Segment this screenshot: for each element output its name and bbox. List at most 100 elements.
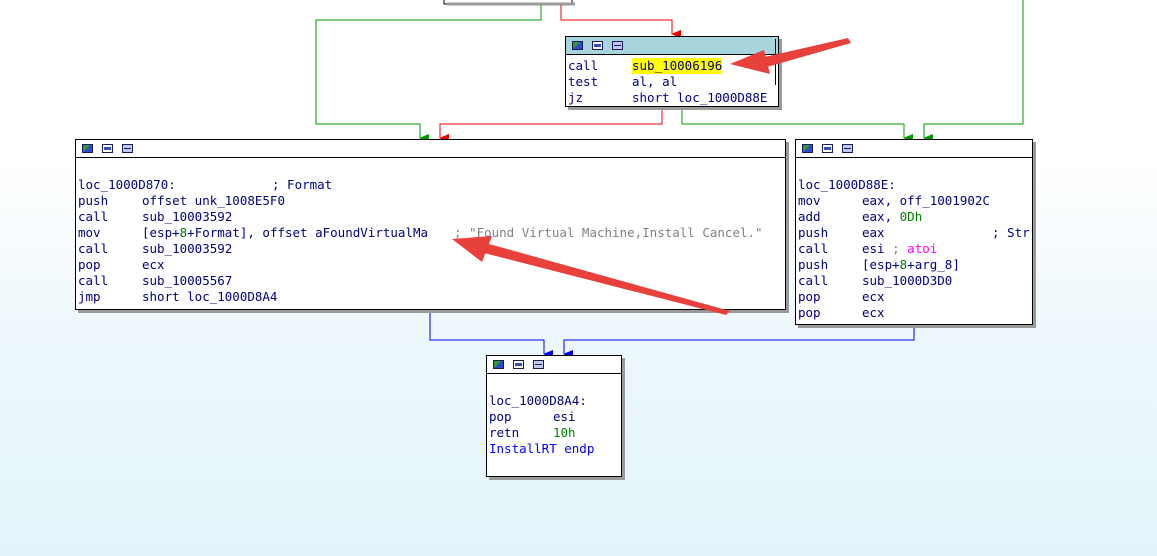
mnemonic: call [78, 273, 109, 288]
asm-line[interactable]: push [esp+8+arg_8] [798, 257, 1032, 273]
label-line[interactable]: loc_1000D88E: [798, 177, 1032, 193]
blank-line [489, 377, 621, 393]
asm-line[interactable]: call sub_1000D3D0 [798, 273, 1032, 289]
blank-line [798, 161, 1032, 177]
mnemonic: call [798, 241, 829, 256]
edge-top-to-b2-true [315, 5, 542, 142]
asm-line[interactable]: mov eax, off_1001902C [798, 193, 1032, 209]
operand[interactable]: short loc_1000D8A4 [142, 289, 278, 304]
mnemonic: test [568, 74, 599, 89]
asm-line[interactable]: call esi ; atoi [798, 241, 1032, 257]
mnemonic: pop [798, 305, 821, 320]
operand-number: 0Dh [899, 209, 923, 224]
location-label[interactable]: loc_1000D8A4: [489, 393, 587, 408]
operand-group[interactable]: [esp+8+arg_8] [862, 257, 960, 273]
mnemonic: push [78, 193, 109, 208]
import-name[interactable]: atoi [907, 241, 938, 256]
operand[interactable]: sub_10003592 [142, 209, 233, 224]
operand-group[interactable]: esi ; atoi [862, 241, 937, 257]
operand-group[interactable]: eax, 0Dh [862, 209, 922, 225]
mnemonic: call [568, 58, 599, 73]
asm-line[interactable]: test al, al [568, 74, 778, 90]
label-line[interactable]: loc_1000D8A4: [489, 393, 621, 409]
mnemonic: pop [489, 409, 512, 424]
asm-line[interactable]: pop ecx [78, 257, 785, 273]
block-loc-1000d870[interactable]: loc_1000D870: ; Format push offset unk_1… [75, 139, 786, 310]
asm-line[interactable]: mov [esp+8+Format], offset aFoundVirtual… [78, 225, 785, 241]
mnemonic: add [798, 209, 821, 224]
edge-b1-to-b2-false [439, 107, 663, 142]
graph-block-icon[interactable] [102, 144, 113, 153]
comment: ; Format [272, 177, 333, 192]
operand-number: 8 [179, 225, 188, 240]
operand-group[interactable]: [esp+8+Format], offset aFoundVirtualMa [142, 225, 428, 241]
operand: esi [553, 409, 576, 424]
operand[interactable]: sub_10003592 [142, 241, 233, 256]
edge-b1-to-b3-true [681, 107, 913, 142]
blank-line [78, 161, 785, 177]
block-loc-1000d88e[interactable]: loc_1000D88E: mov eax, off_1001902C add … [795, 139, 1033, 325]
operand-highlighted[interactable]: sub_10006196 [632, 58, 723, 74]
asm-line[interactable]: push offset unk_1008E5F0 [78, 193, 785, 209]
asm-line[interactable]: InstallRT endp [489, 441, 621, 457]
operand: ecx [862, 289, 885, 304]
graph-text-icon[interactable] [533, 360, 544, 369]
mnemonic: push [798, 257, 829, 272]
block-header[interactable] [76, 140, 785, 158]
graph-text-icon[interactable] [122, 144, 133, 153]
block-header[interactable] [566, 37, 778, 55]
asm-line[interactable]: call sub_10006196 [568, 58, 778, 74]
mnemonic: call [78, 209, 109, 224]
string-comment: ; "Found Virtual Machine,Install Cancel.… [454, 225, 763, 240]
operand-part: esi [862, 241, 885, 256]
operand[interactable]: short loc_1000D88E [632, 90, 768, 105]
asm-line[interactable]: add eax, 0Dh [798, 209, 1032, 225]
partial-block-top [443, 0, 575, 6]
asm-line[interactable]: jz short loc_1000D88E [568, 90, 778, 106]
operand[interactable]: sub_10005567 [142, 273, 233, 288]
edge-right-to-b3-true [923, 0, 1024, 142]
graph-text-icon[interactable] [612, 41, 623, 50]
graph-color-icon[interactable] [572, 41, 583, 50]
location-label[interactable]: loc_1000D88E: [798, 177, 896, 192]
block-loc-1000d8a4[interactable]: loc_1000D8A4: pop esi retn 10h InstallRT… [486, 355, 622, 477]
asm-line[interactable]: call sub_10005567 [78, 273, 785, 289]
graph-color-icon[interactable] [802, 144, 813, 153]
operand[interactable]: sub_1000D3D0 [862, 273, 953, 288]
mnemonic: call [798, 273, 829, 288]
asm-line[interactable]: jmp short loc_1000D8A4 [78, 289, 785, 305]
mnemonic: call [78, 241, 109, 256]
asm-line[interactable]: pop ecx [798, 305, 1032, 321]
text-cursor [775, 39, 776, 85]
operand-number: 8 [899, 257, 908, 272]
graph-text-icon[interactable] [842, 144, 853, 153]
graph-block-icon[interactable] [592, 41, 603, 50]
asm-line[interactable]: push eax ; Str [798, 225, 1032, 241]
location-label[interactable]: loc_1000D870: [78, 177, 176, 192]
comment: ; Str [992, 225, 1030, 240]
operand[interactable]: offset unk_1008E5F0 [142, 193, 285, 208]
asm-line[interactable]: call sub_10003592 [78, 209, 785, 225]
mnemonic: retn [489, 425, 520, 440]
operand: ecx [862, 305, 885, 320]
proc-end[interactable]: InstallRT endp [489, 441, 595, 456]
asm-line[interactable]: call sub_10003592 [78, 241, 785, 257]
asm-line[interactable]: pop ecx [798, 289, 1032, 305]
block-header[interactable] [796, 140, 1032, 158]
block-call-sub-10006196[interactable]: call sub_10006196 test al, al jz short l… [565, 36, 779, 107]
asm-line[interactable]: retn 10h [489, 425, 621, 441]
graph-block-icon[interactable] [822, 144, 833, 153]
mnemonic: mov [78, 225, 101, 240]
mnemonic: jmp [78, 289, 101, 304]
operand-part: [esp+ [142, 225, 180, 240]
operand[interactable]: eax, off_1001902C [862, 193, 990, 208]
graph-color-icon[interactable] [493, 360, 504, 369]
asm-line[interactable]: pop esi [489, 409, 621, 425]
mnemonic: push [798, 225, 829, 240]
graph-block-icon[interactable] [513, 360, 524, 369]
graph-color-icon[interactable] [82, 144, 93, 153]
label-line[interactable]: loc_1000D870: ; Format [78, 177, 785, 193]
mnemonic: pop [78, 257, 101, 272]
block-header[interactable] [487, 356, 621, 374]
